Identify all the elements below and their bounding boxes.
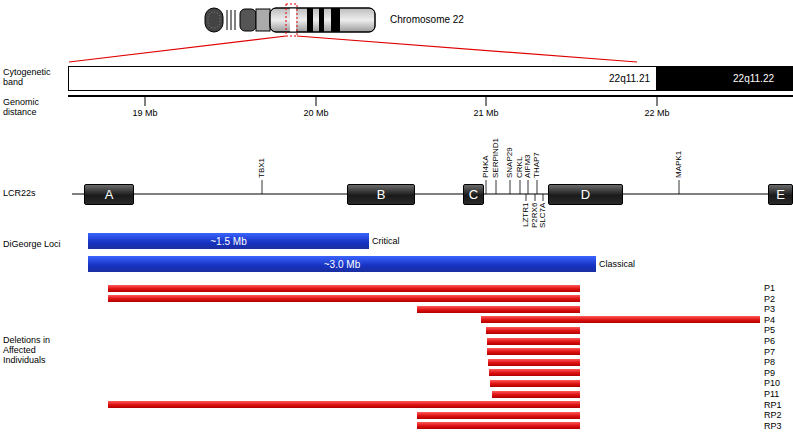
axis-tick-label: 21 Mb — [473, 109, 498, 119]
digeorge-locus: ~3.0 Mb Classical — [88, 256, 656, 272]
lcr-box: D — [548, 184, 623, 205]
deletion-segment — [108, 295, 580, 302]
lcr-box: E — [768, 184, 793, 205]
lcr-letter: D — [581, 187, 590, 202]
band-name: 22q11.21 — [609, 73, 650, 84]
locus-name: Classical — [599, 260, 635, 269]
chromosome-line — [72, 193, 793, 194]
chromosome-ideogram — [205, 4, 375, 36]
deletion-segment — [417, 306, 580, 313]
deletion-segment — [487, 338, 580, 345]
lcr-letter: E — [776, 187, 785, 202]
deletion-bar: P6 — [487, 336, 792, 346]
deletion-bar: RP2 — [417, 410, 792, 420]
lcr-letter: C — [469, 187, 478, 202]
deletion-segment — [487, 348, 580, 355]
deletion-bar: P9 — [489, 368, 792, 378]
deletion-bar: RP3 — [417, 421, 792, 431]
patient-id: P11 — [764, 389, 779, 399]
patient-id: P7 — [764, 347, 775, 357]
patient-id: P4 — [764, 315, 775, 325]
row-label: LCR22s — [3, 189, 36, 199]
locus-size: ~1.5 Mb — [210, 236, 246, 247]
axis-tick-label: 20 Mb — [303, 109, 328, 119]
gene-name: MAPK1 — [675, 151, 683, 178]
patient-id: P9 — [764, 368, 775, 378]
patient-id: P3 — [764, 304, 775, 314]
deletion-segment — [481, 316, 760, 323]
gene-name: LZTR1 — [522, 203, 530, 227]
gene-name: SERPIND1 — [492, 138, 500, 178]
zoom-line — [69, 36, 286, 62]
deletion-bar: P3 — [417, 304, 792, 314]
patient-id: P8 — [764, 357, 775, 367]
locus-name: Critical — [372, 237, 400, 246]
gene-name: P2RX6 — [531, 203, 539, 228]
deletion-segment — [489, 369, 580, 376]
deletion-segment — [488, 359, 580, 366]
deletion-bar: P10 — [490, 378, 792, 388]
band-name: 22q11.22 — [733, 73, 774, 84]
gene-name: SLC7A — [539, 203, 547, 228]
deletion-segment — [417, 412, 580, 419]
patient-id: P6 — [764, 336, 775, 346]
deletion-bar: P2 — [108, 294, 792, 304]
cytogenetic-band: 22q11.22 — [657, 66, 793, 91]
digeorge-locus: ~1.5 Mb Critical — [88, 233, 429, 249]
gene-name: THAP7 — [533, 152, 541, 178]
row-label: Chromosome 22 — [390, 14, 464, 25]
deletion-bar: P4 — [481, 315, 792, 325]
deletion-segment — [492, 391, 580, 398]
deletion-segment — [486, 327, 580, 334]
deletion-bar: RP1 — [108, 400, 792, 410]
lcr-letter: A — [105, 187, 114, 202]
deletion-bar: P7 — [487, 347, 792, 357]
deletion-bar: P5 — [486, 325, 792, 335]
patient-id: RP3 — [764, 421, 782, 431]
lcr-box: C — [463, 184, 484, 205]
deletion-segment — [490, 380, 580, 387]
axis-tick-label: 19 Mb — [132, 109, 157, 119]
gene-name: TBX1 — [258, 158, 266, 178]
row-label: Genomic distance — [3, 98, 63, 118]
lcr-box: A — [84, 184, 134, 205]
row-label: Deletions in Affected Individuals — [3, 336, 65, 366]
locus-size: ~3.0 Mb — [324, 259, 360, 270]
locus-bar: ~1.5 Mb — [88, 233, 369, 249]
patient-id: P5 — [764, 325, 775, 335]
deletion-bar: P11 — [492, 389, 792, 399]
deletion-segment — [108, 401, 580, 408]
row-label: DiGeorge Loci — [3, 240, 61, 250]
deletion-bar: P8 — [488, 357, 792, 367]
gene-name: SNAP29 — [506, 147, 514, 178]
row-label: Cytogenetic band — [3, 68, 63, 88]
lcr-box: B — [347, 184, 415, 205]
zoom-line — [297, 36, 637, 62]
deletion-bar: P1 — [108, 283, 792, 293]
patient-id: RP2 — [764, 410, 782, 420]
gene-name: AIFM3 — [524, 154, 532, 178]
deletion-segment — [417, 422, 580, 429]
patient-id: P10 — [764, 378, 780, 388]
axis-tick-label: 22 Mb — [644, 109, 669, 119]
locus-bar: ~3.0 Mb — [88, 256, 596, 272]
cytogenetic-band: 22q11.21 — [68, 66, 657, 91]
genomic-axis — [68, 96, 793, 106]
lcr-letter: B — [377, 187, 386, 202]
gene-name: PI4KA — [482, 155, 490, 178]
deletion-segment — [108, 285, 580, 292]
patient-id: P1 — [764, 283, 775, 293]
gene-name: CRKL — [516, 157, 524, 178]
patient-id: RP1 — [764, 400, 782, 410]
patient-id: P2 — [764, 294, 775, 304]
